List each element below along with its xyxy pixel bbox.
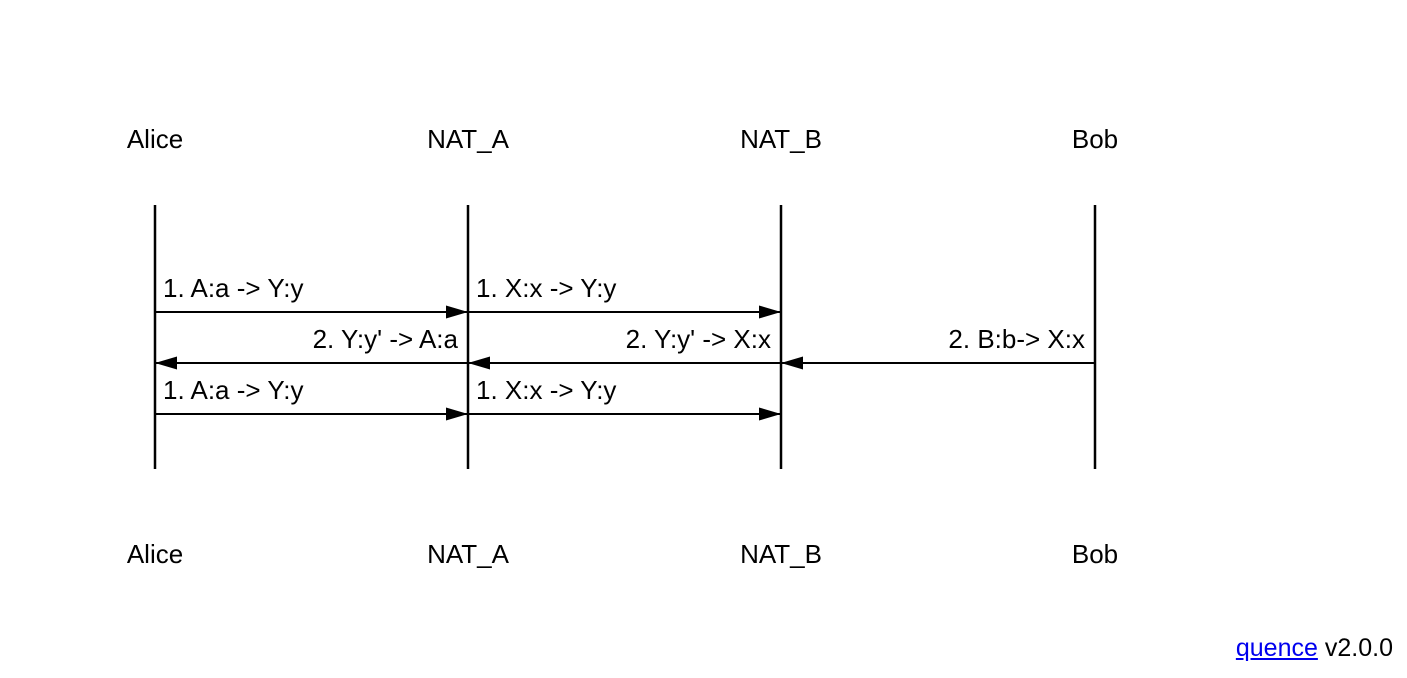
message-label-6: 1. X:x -> Y:y (476, 375, 617, 405)
arrowhead-icon (155, 356, 177, 370)
actor-label-bottom-nat_a: NAT_A (427, 539, 509, 569)
actor-label-top-nat_a: NAT_A (427, 124, 509, 154)
actor-label-top-alice: Alice (126, 124, 184, 154)
message-label-1: 1. X:x -> Y:y (476, 273, 617, 303)
message-label-4: 2. B:b-> X:x (948, 324, 1085, 354)
arrowhead-icon (446, 305, 468, 319)
actor-label-top-bob: Bob (1071, 124, 1119, 154)
message-label-5: 1. A:a -> Y:y (163, 375, 304, 405)
actor-label-bottom-alice: Alice (126, 539, 184, 569)
message-label-2: 2. Y:y' -> A:a (312, 324, 458, 354)
message-label-3: 2. Y:y' -> X:x (625, 324, 771, 354)
actor-label-bottom-bob: Bob (1071, 539, 1119, 569)
arrowhead-icon (781, 356, 803, 370)
arrowhead-icon (759, 305, 781, 319)
quence-link[interactable]: quence (1235, 634, 1318, 662)
actor-label-top-nat_b: NAT_B (740, 124, 822, 154)
arrowhead-icon (468, 356, 490, 370)
message-label-0: 1. A:a -> Y:y (163, 273, 304, 303)
arrowhead-icon (446, 407, 468, 421)
version-text: v2.0.0 (1324, 634, 1393, 662)
actor-label-bottom-nat_b: NAT_B (740, 539, 822, 569)
arrowhead-icon (759, 407, 781, 421)
